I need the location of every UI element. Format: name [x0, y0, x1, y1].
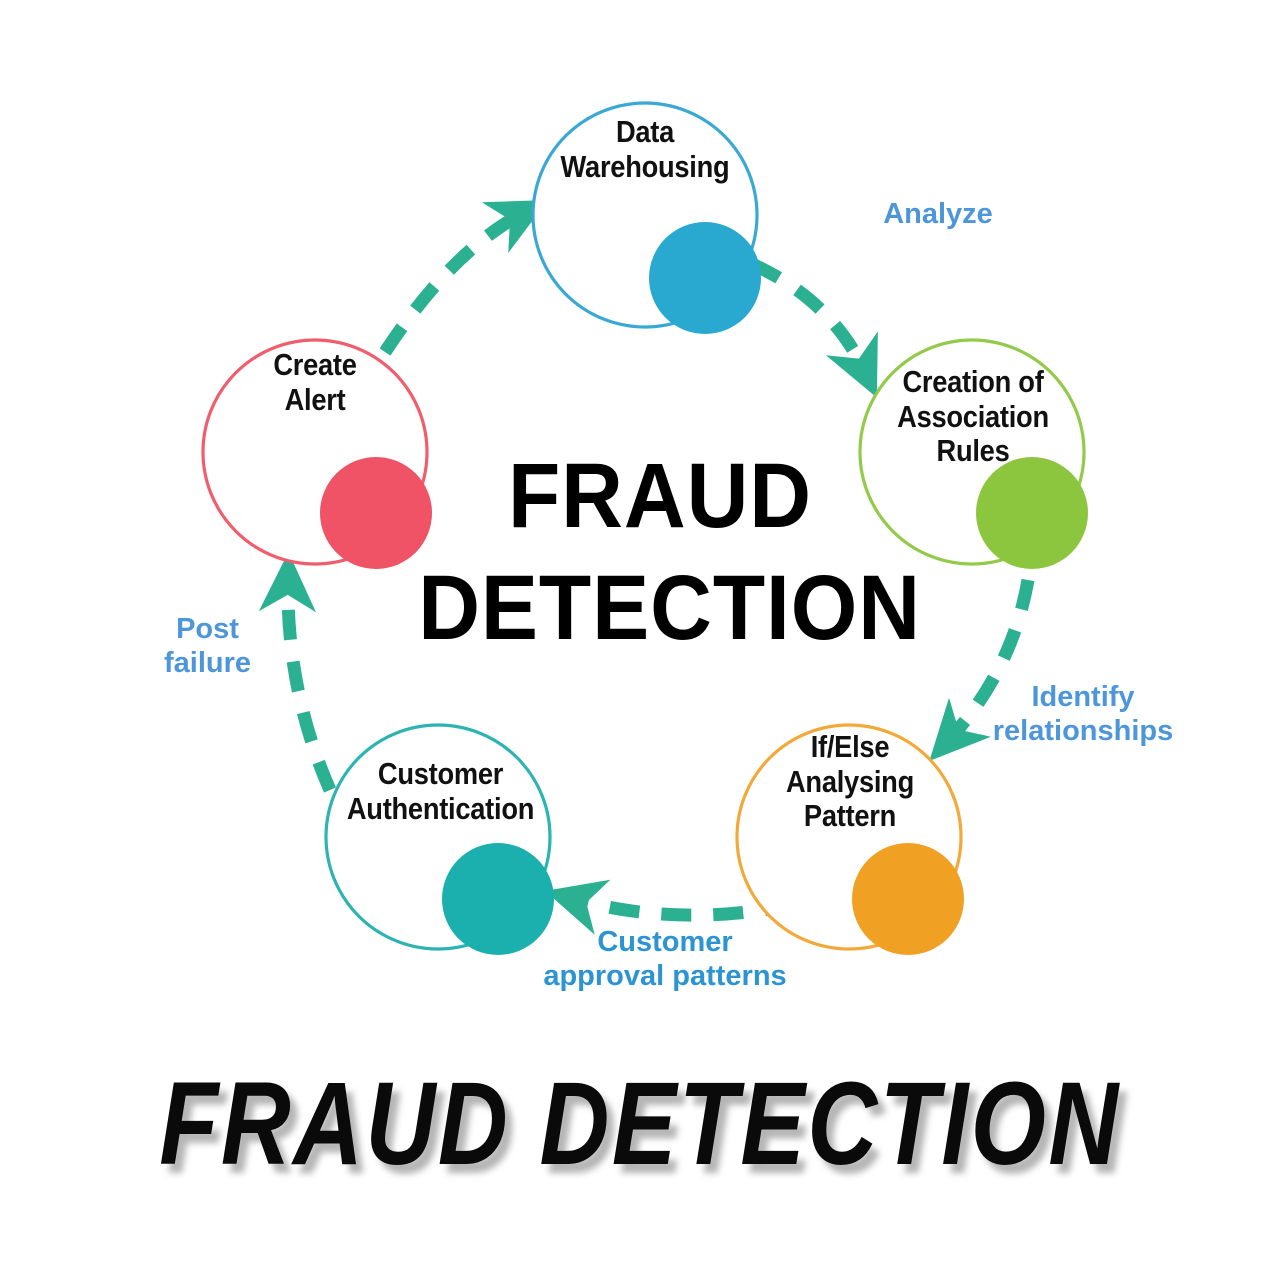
- edge-label-analyze: Analyze: [883, 198, 993, 230]
- banner-title: FRAUD DETECTION: [159, 1058, 1121, 1190]
- accent-dot-create-alert: [320, 457, 432, 569]
- connector-arrows: [258, 199, 1035, 935]
- arrow-customer-authentication-to-create-alert: [258, 552, 336, 793]
- center-title: FRAUD DETECTION: [418, 445, 921, 660]
- arrow-creation-of-association-rules-to-if-else-analysing-pattern: [929, 578, 1035, 762]
- accent-dot-customer-authentication: [442, 843, 554, 955]
- edge-label-post-failure: Post failure: [163, 613, 252, 680]
- edge-label-identify-relationships: Identify relationships: [992, 681, 1174, 748]
- arrow-data-warehousing-to-creation-of-association-rules: [749, 258, 878, 398]
- edge-label-customer-approval-patterns: Customer approval patterns: [543, 926, 787, 993]
- node-accent-dots: [320, 222, 1088, 955]
- accent-dot-creation-of-association-rules: [976, 457, 1088, 569]
- arrow-create-alert-to-data-warehousing: [379, 199, 549, 356]
- accent-dot-data-warehousing: [649, 222, 761, 334]
- accent-dot-if-else-analysing-pattern: [852, 843, 964, 955]
